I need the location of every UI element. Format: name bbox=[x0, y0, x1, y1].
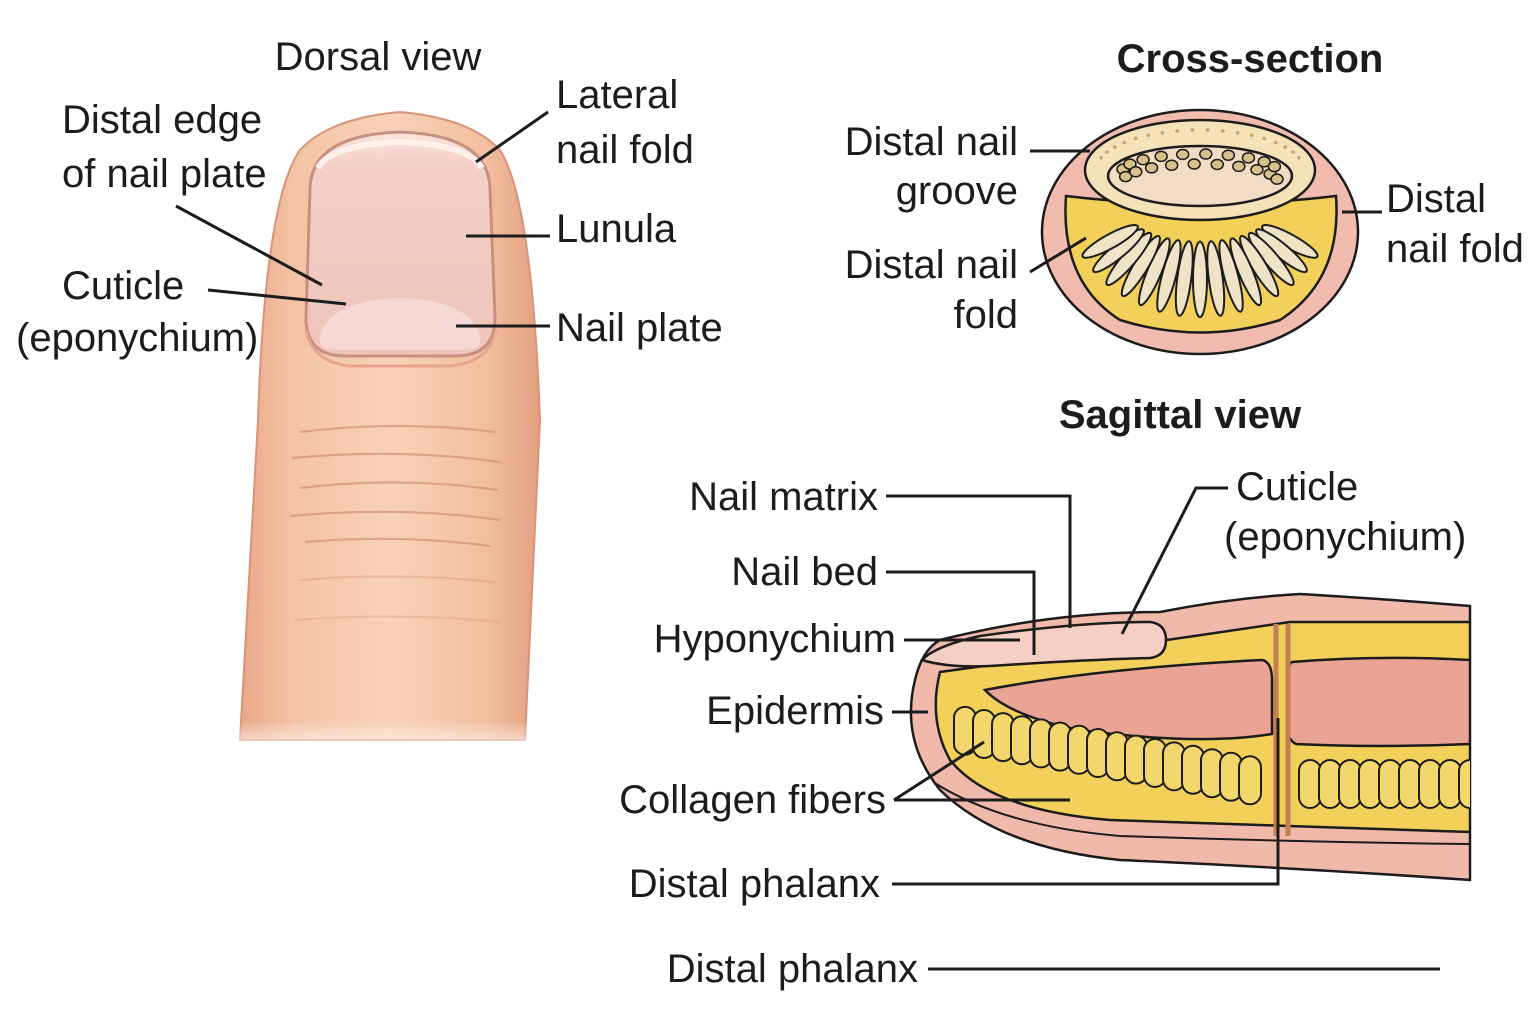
marrow-dot bbox=[1267, 160, 1282, 173]
sagittal-distal-tissue bbox=[1286, 656, 1470, 748]
label-groove-line1: Distal nail bbox=[845, 120, 1018, 164]
sagittal-illustration bbox=[909, 590, 1536, 890]
dorsal-view-title: Dorsal view bbox=[275, 35, 482, 79]
nail-speckle bbox=[1297, 155, 1301, 160]
cross-section-fiber bbox=[1174, 240, 1194, 317]
collagen-fiber bbox=[1298, 759, 1322, 809]
sagittal-nail-plate bbox=[919, 620, 1168, 668]
cross-section-leader-lines bbox=[1029, 149, 1382, 274]
dorsal-leader-lines bbox=[175, 110, 550, 328]
cross-section-fiber bbox=[1229, 237, 1263, 307]
label-lateral-fold-line1: Lateral bbox=[556, 73, 678, 117]
cross-section-fiber bbox=[1192, 240, 1208, 319]
label-collagen-fibers: Collagen fibers bbox=[619, 778, 886, 822]
nail-speckle bbox=[1249, 133, 1254, 138]
label-cuticle-line1: Cuticle bbox=[62, 264, 184, 308]
distal-edge-highlight bbox=[315, 138, 485, 170]
label-nail-matrix: Nail matrix bbox=[689, 475, 878, 519]
marrow-dot bbox=[1164, 159, 1179, 171]
cross-section-fiber bbox=[1206, 240, 1226, 317]
lunula-shape bbox=[320, 298, 480, 350]
marrow-dot bbox=[1175, 148, 1190, 161]
cross-section-illustration bbox=[1040, 108, 1360, 356]
dorsal-finger-illustration bbox=[230, 110, 550, 760]
nail-speckle bbox=[1112, 145, 1117, 149]
label-lateral-fold-line2: nail fold bbox=[556, 128, 694, 172]
collagen-fiber bbox=[1358, 759, 1382, 809]
marrow-dot bbox=[1118, 170, 1133, 183]
label-distal-phalanx-1: Distal phalanx bbox=[629, 862, 880, 906]
label-distal-phalanx-2: Distal phalanx bbox=[667, 947, 918, 991]
marrow-dot bbox=[1129, 166, 1143, 178]
collagen-fiber bbox=[1318, 759, 1342, 809]
collagen-fiber bbox=[1378, 759, 1402, 809]
label-nail-bed: Nail bed bbox=[731, 550, 878, 594]
sagittal-leader-lines bbox=[886, 486, 1440, 971]
nail-speckle bbox=[1099, 155, 1103, 160]
marrow-dot bbox=[1270, 173, 1284, 185]
label-fold-right-line1: Distal bbox=[1386, 177, 1486, 221]
collagen-fiber bbox=[1418, 759, 1442, 809]
nail-speckle bbox=[1291, 150, 1295, 154]
collagen-fiber bbox=[1238, 755, 1262, 806]
cross-section-fibers bbox=[1081, 223, 1319, 319]
cross-section-fiber bbox=[1218, 239, 1244, 313]
label-fold-right-line2: nail fold bbox=[1386, 227, 1524, 271]
nail-speckle bbox=[1221, 129, 1225, 133]
cross-section-nail-speckles bbox=[1099, 128, 1301, 160]
marrow-dot bbox=[1136, 153, 1150, 166]
marrow-dot bbox=[1257, 156, 1271, 168]
nail-speckle bbox=[1160, 130, 1165, 135]
marrow-dot bbox=[1221, 149, 1236, 161]
marrow-dot bbox=[1232, 160, 1246, 173]
label-groove-line2: groove bbox=[896, 169, 1018, 213]
marrow-dot bbox=[1144, 162, 1159, 174]
marrow-dot bbox=[1210, 158, 1225, 171]
nail-speckle bbox=[1205, 128, 1210, 132]
nail-speckle bbox=[1262, 136, 1266, 141]
nail-speckle bbox=[1283, 145, 1288, 149]
sagittal-view-title: Sagittal view bbox=[1059, 393, 1302, 437]
nail-plate-shape bbox=[304, 130, 497, 358]
cross-section-title: Cross-section bbox=[1117, 37, 1384, 81]
label-fold-left-line2: fold bbox=[954, 293, 1019, 337]
marrow-dot bbox=[1241, 152, 1256, 164]
nail-speckle bbox=[1105, 150, 1109, 154]
label-sagittal-cuticle-line2: (eponychium) bbox=[1224, 515, 1466, 559]
cuticle-edge bbox=[304, 329, 498, 368]
marrow-dot bbox=[1199, 148, 1213, 160]
nail-speckle bbox=[1134, 136, 1138, 141]
nail-speckle bbox=[1175, 129, 1179, 133]
label-sagittal-cuticle-line1: Cuticle bbox=[1236, 465, 1358, 509]
sagittal-lower-skin bbox=[929, 779, 1470, 845]
label-cuticle-line2: (eponychium) bbox=[16, 316, 258, 360]
collagen-fiber bbox=[1458, 759, 1470, 809]
label-hyponychium: Hyponychium bbox=[654, 617, 896, 661]
cross-section-fiber bbox=[1156, 239, 1182, 313]
nail-speckle bbox=[1273, 140, 1278, 145]
sagittal-phalanx-divider bbox=[1273, 624, 1291, 836]
collagen-fiber bbox=[1398, 759, 1422, 809]
cross-section-marrow-dots bbox=[1116, 148, 1284, 185]
sagittal-collagen-fibers bbox=[953, 705, 1470, 809]
cross-section-fiber bbox=[1081, 223, 1139, 259]
label-distal-edge-line2: of nail plate bbox=[62, 152, 267, 196]
collagen-fiber bbox=[1338, 759, 1362, 809]
label-epidermis: Epidermis bbox=[706, 689, 884, 733]
marrow-dot bbox=[1187, 158, 1201, 170]
marrow-dot bbox=[1250, 163, 1264, 176]
label-fold-left-line1: Distal nail bbox=[845, 243, 1018, 287]
label-lunula: Lunula bbox=[556, 207, 677, 251]
marrow-dot bbox=[1154, 150, 1168, 163]
collagen-fiber bbox=[1438, 759, 1462, 809]
nail-speckle bbox=[1235, 130, 1240, 135]
label-distal-edge-line1: Distal edge bbox=[62, 98, 262, 142]
nail-speckle bbox=[1190, 128, 1195, 132]
nail-speckle bbox=[1122, 140, 1127, 145]
label-nail-plate: Nail plate bbox=[556, 306, 723, 350]
nail-speckle bbox=[1146, 133, 1151, 138]
